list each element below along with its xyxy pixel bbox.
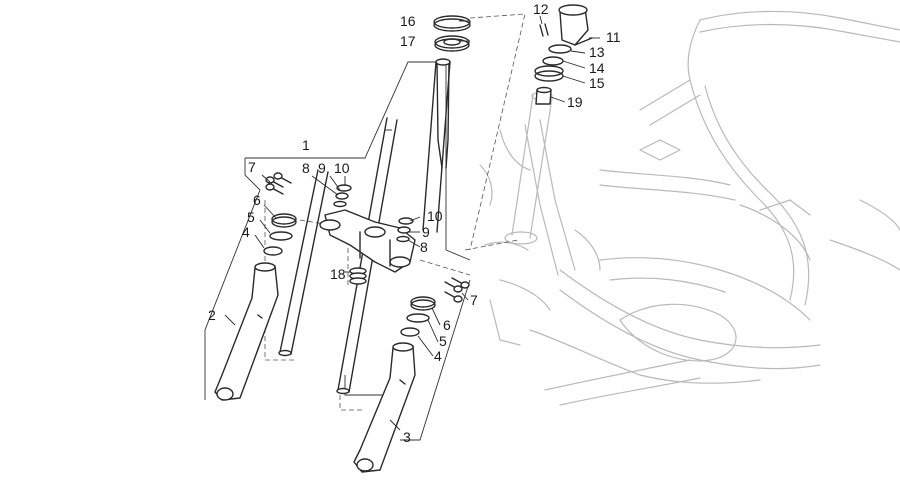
callout-19: 19 <box>567 94 583 110</box>
callout-1: 1 <box>302 137 310 153</box>
bearing-17 <box>434 35 470 52</box>
pin-12 <box>539 23 549 37</box>
seal-6-right <box>410 296 436 311</box>
callout-4-left: 4 <box>242 224 250 240</box>
leader-lines <box>224 15 600 431</box>
callout-9-left: 9 <box>318 160 326 176</box>
seal-6-left <box>271 213 297 228</box>
steering-nut-11 <box>558 4 593 46</box>
callout-9-right: 9 <box>422 224 430 240</box>
callout-14: 14 <box>589 60 605 76</box>
head-tube <box>504 91 553 245</box>
callout-10-left: 10 <box>334 160 350 176</box>
callout-7-right: 7 <box>470 292 478 308</box>
callout-2: 2 <box>208 307 216 323</box>
callout-4-right: 4 <box>434 348 442 364</box>
callout-13: 13 <box>589 44 605 60</box>
ring-4-right <box>400 327 420 337</box>
washers-8-9-10-left <box>333 184 352 208</box>
washers-8-9-10-right <box>396 217 414 243</box>
callout-5-left: 5 <box>247 209 255 225</box>
bearing-cup-16 <box>433 15 471 32</box>
callout-8-left: 8 <box>302 160 310 176</box>
callout-17: 17 <box>400 33 416 49</box>
scooter-frame <box>479 10 900 406</box>
ring-14 <box>542 56 564 66</box>
fork-tube-short <box>278 169 329 357</box>
callout-16: 16 <box>400 13 416 29</box>
callout-12: 12 <box>533 1 549 17</box>
callout-3: 3 <box>403 429 411 445</box>
bolts-7-left <box>265 172 292 195</box>
bearing-15 <box>534 65 564 82</box>
callout-15: 15 <box>589 75 605 91</box>
bushing-19 <box>535 86 552 105</box>
callout-labels: 1 2 3 4 5 6 7 8 9 10 11 12 13 14 15 16 1… <box>208 1 621 445</box>
callout-7-left: 7 <box>248 159 256 175</box>
spring-18 <box>349 267 367 285</box>
ring-5-right <box>406 313 430 323</box>
ring-4-left <box>263 246 283 256</box>
callout-10-right: 10 <box>427 208 443 224</box>
callout-6-left: 6 <box>253 192 261 208</box>
fork-leg-right <box>353 342 416 473</box>
fork-tube-center <box>422 61 451 233</box>
callout-11: 11 <box>606 29 621 45</box>
callout-5-right: 5 <box>439 333 447 349</box>
callout-18: 18 <box>330 266 346 282</box>
callout-8-right: 8 <box>420 239 428 255</box>
fork-leg-left <box>214 262 279 401</box>
callout-6-right: 6 <box>443 317 451 333</box>
bolts-7-right <box>444 277 470 303</box>
washer-13 <box>548 44 572 54</box>
triple-clamp <box>319 209 416 273</box>
ring-5-left <box>269 231 293 241</box>
